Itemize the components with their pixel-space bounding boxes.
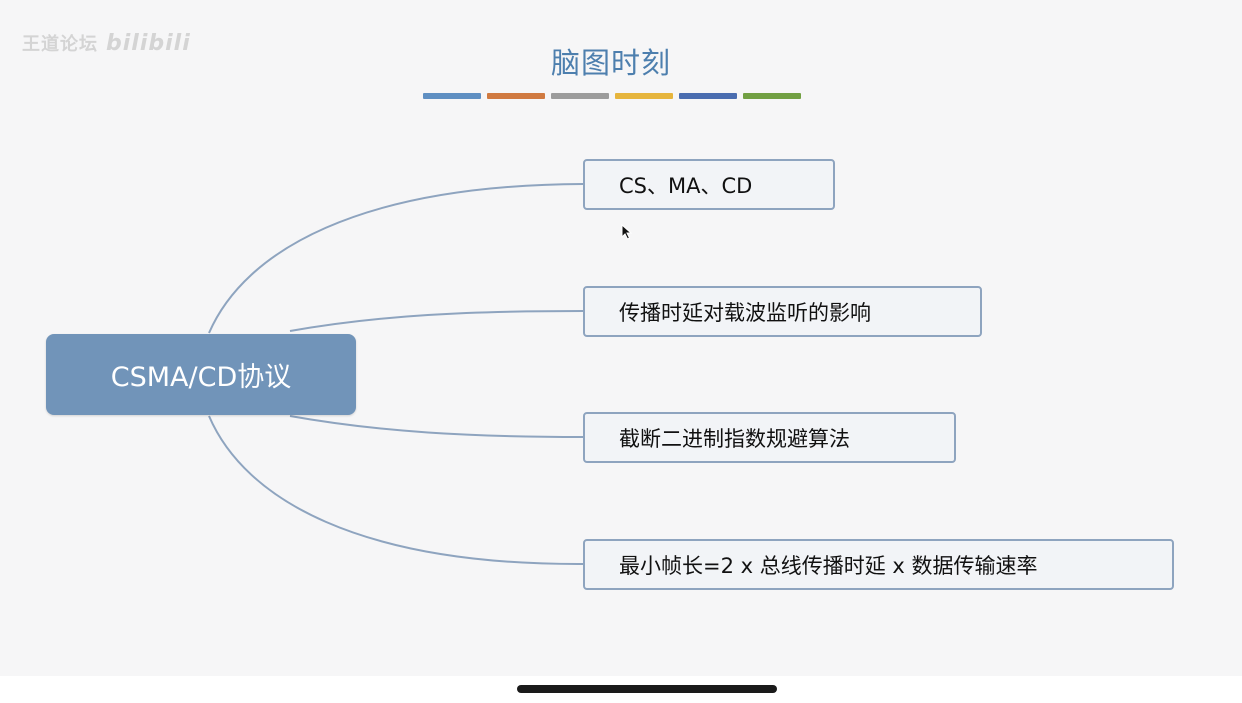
connector-lines [208,183,584,566]
watermark: 王道论坛 bilibili [22,30,191,56]
color-bar [423,93,801,99]
color-bar-segment [551,93,609,99]
branch-label: 传播时延对载波监听的影响 [619,300,871,325]
slide-title: 脑图时刻 [550,46,671,80]
color-bar-segment [743,93,801,99]
bilibili-logo: bilibili [106,31,191,56]
branch-node-min-frame-length: 最小帧长=2 x 总线传播时延 x 数据传输速率 [583,539,1174,590]
branch-node-backoff-algorithm: 截断二进制指数规避算法 [583,412,956,463]
branch-node-cs-ma-cd: CS、MA、CD [583,159,835,210]
watermark-text: 王道论坛 [22,34,98,55]
branch-label: 最小帧长=2 x 总线传播时延 x 数据传输速率 [619,553,1038,578]
color-bar-segment [423,93,481,99]
color-bar-segment [487,93,545,99]
branch-label: 截断二进制指数规避算法 [619,426,850,451]
root-node: CSMA/CD协议 [46,334,356,415]
home-indicator[interactable] [517,685,777,693]
color-bar-segment [615,93,673,99]
color-bar-segment [679,93,737,99]
mouse-cursor-icon [621,224,632,240]
connector-branch-4 [208,415,584,566]
slide: 王道论坛 bilibili 脑图时刻 CSMA/CD协议 CS、MA、CD 传播时… [22,30,1174,590]
root-node-label: CSMA/CD协议 [110,362,292,393]
branch-node-propagation-delay: 传播时延对载波监听的影响 [583,286,982,337]
connector-branch-3 [289,415,584,438]
branch-label: CS、MA、CD [619,173,753,198]
connector-branch-1 [208,183,584,334]
connector-branch-2 [289,310,584,332]
